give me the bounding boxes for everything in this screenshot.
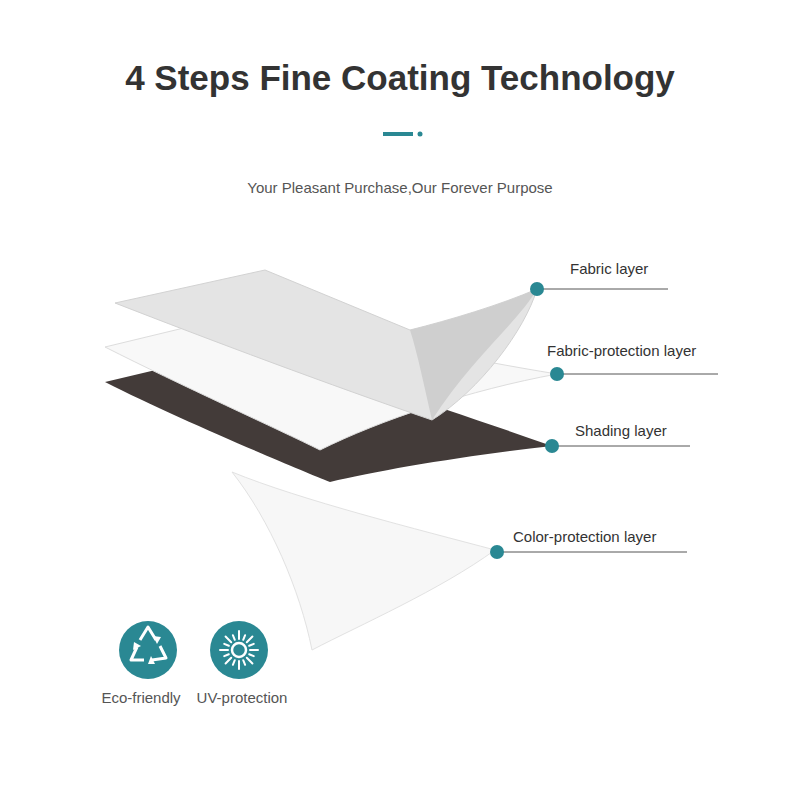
layer-label: Fabric layer: [570, 260, 648, 277]
recycle-icon: [119, 621, 177, 679]
fabric-sheet: [115, 270, 537, 420]
color-protection-sheet: [232, 472, 495, 650]
layer-label: Fabric-protection layer: [547, 342, 696, 359]
layer-label: Shading layer: [575, 422, 667, 439]
sun-icon: [210, 621, 268, 679]
icon-label: Eco-friendly: [101, 689, 180, 706]
layer-label: Color-protection layer: [513, 528, 656, 545]
diagram-title: 4 Steps Fine Coating Technology: [125, 58, 675, 98]
subtitle: Your Pleasant Purchase,Our Forever Purpo…: [247, 179, 552, 196]
leader-dots: [490, 282, 564, 559]
title-dash: [383, 132, 413, 136]
fabric-curl: [410, 289, 537, 420]
icon-label: UV-protection: [197, 689, 288, 706]
title-dot: [418, 132, 423, 137]
leader-lines: [497, 289, 718, 552]
